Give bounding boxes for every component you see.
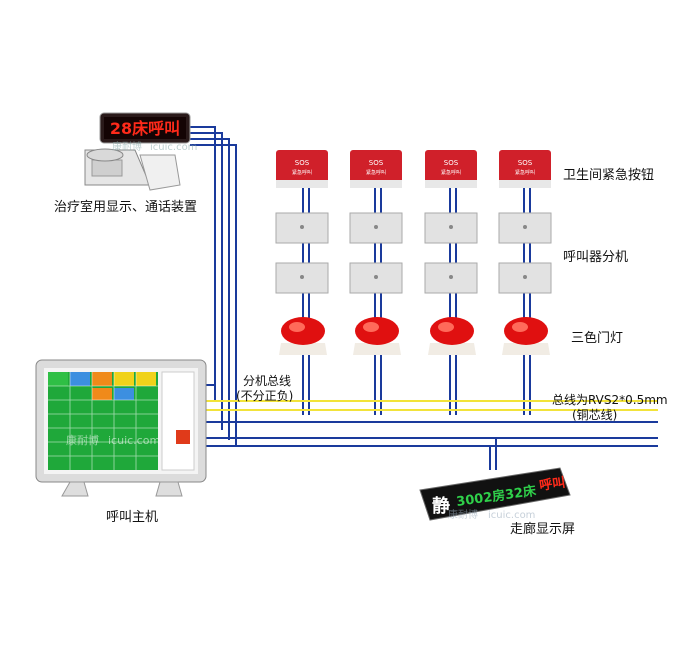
svg-text:紧急呼叫: 紧急呼叫: [441, 169, 461, 176]
bus-spec-note: (铜芯线): [572, 408, 618, 422]
corridor-quiet-sign: 静: [432, 495, 450, 517]
svg-text:SOS: SOS: [369, 159, 384, 167]
master-label: 呼叫主机: [106, 510, 159, 525]
call-extension-label: 呼叫器分机: [563, 250, 629, 265]
svg-text:icuic.com: icuic.com: [108, 434, 160, 447]
corridor-red-text: 呼叫: [538, 474, 566, 493]
bathroom-button-label: 卫生间紧急按钮: [563, 168, 655, 183]
call-extensions: [275, 212, 552, 294]
svg-text:icuic.com: icuic.com: [150, 142, 197, 153]
sos-button: SOS 紧急呼叫: [276, 150, 328, 188]
svg-text:SOS: SOS: [444, 159, 459, 167]
svg-text:紧急呼叫: 紧急呼叫: [515, 169, 535, 176]
treatment-room-label: 治疗室用显示、通话装置: [54, 200, 198, 215]
extension-bus-wires: [200, 400, 658, 411]
extension-bus-note: (不分正负): [236, 389, 294, 403]
treatment-room-device: 28床呼叫: [84, 112, 191, 191]
bus-spec-label: 总线为RVS2*0.5mm: [552, 393, 668, 407]
svg-text:SOS: SOS: [295, 159, 310, 167]
svg-text:SOS: SOS: [518, 159, 533, 167]
svg-text:紧急呼叫: 紧急呼叫: [366, 169, 386, 176]
svg-text:康耐博: 康耐博: [66, 433, 99, 447]
treatment-display-text: 28床呼叫: [110, 119, 180, 138]
door-lamp-label: 三色门灯: [571, 331, 624, 346]
svg-text:康耐博: 康耐博: [112, 140, 142, 153]
sos-button: SOS 紧急呼叫: [499, 150, 551, 188]
sos-button: SOS 紧急呼叫: [425, 150, 477, 188]
master-station: [35, 359, 207, 497]
svg-text:紧急呼叫: 紧急呼叫: [292, 169, 312, 176]
door-lamps: [279, 317, 550, 355]
watermarks: 康耐博 icuic.com 康耐博 icuic.com 康耐博 icuic.co…: [66, 140, 535, 521]
svg-text:icuic.com: icuic.com: [488, 510, 535, 521]
sos-button: SOS 紧急呼叫: [350, 150, 402, 188]
master-screen-grid: [48, 371, 195, 471]
svg-text:康耐博: 康耐博: [448, 508, 478, 521]
corridor-label: 走廊显示屏: [510, 522, 576, 537]
sos-buttons: SOS 紧急呼叫 SOS 紧急呼叫 SOS 紧急呼叫 SOS 紧急呼叫: [276, 150, 551, 188]
extension-bus-label: 分机总线: [243, 374, 292, 388]
